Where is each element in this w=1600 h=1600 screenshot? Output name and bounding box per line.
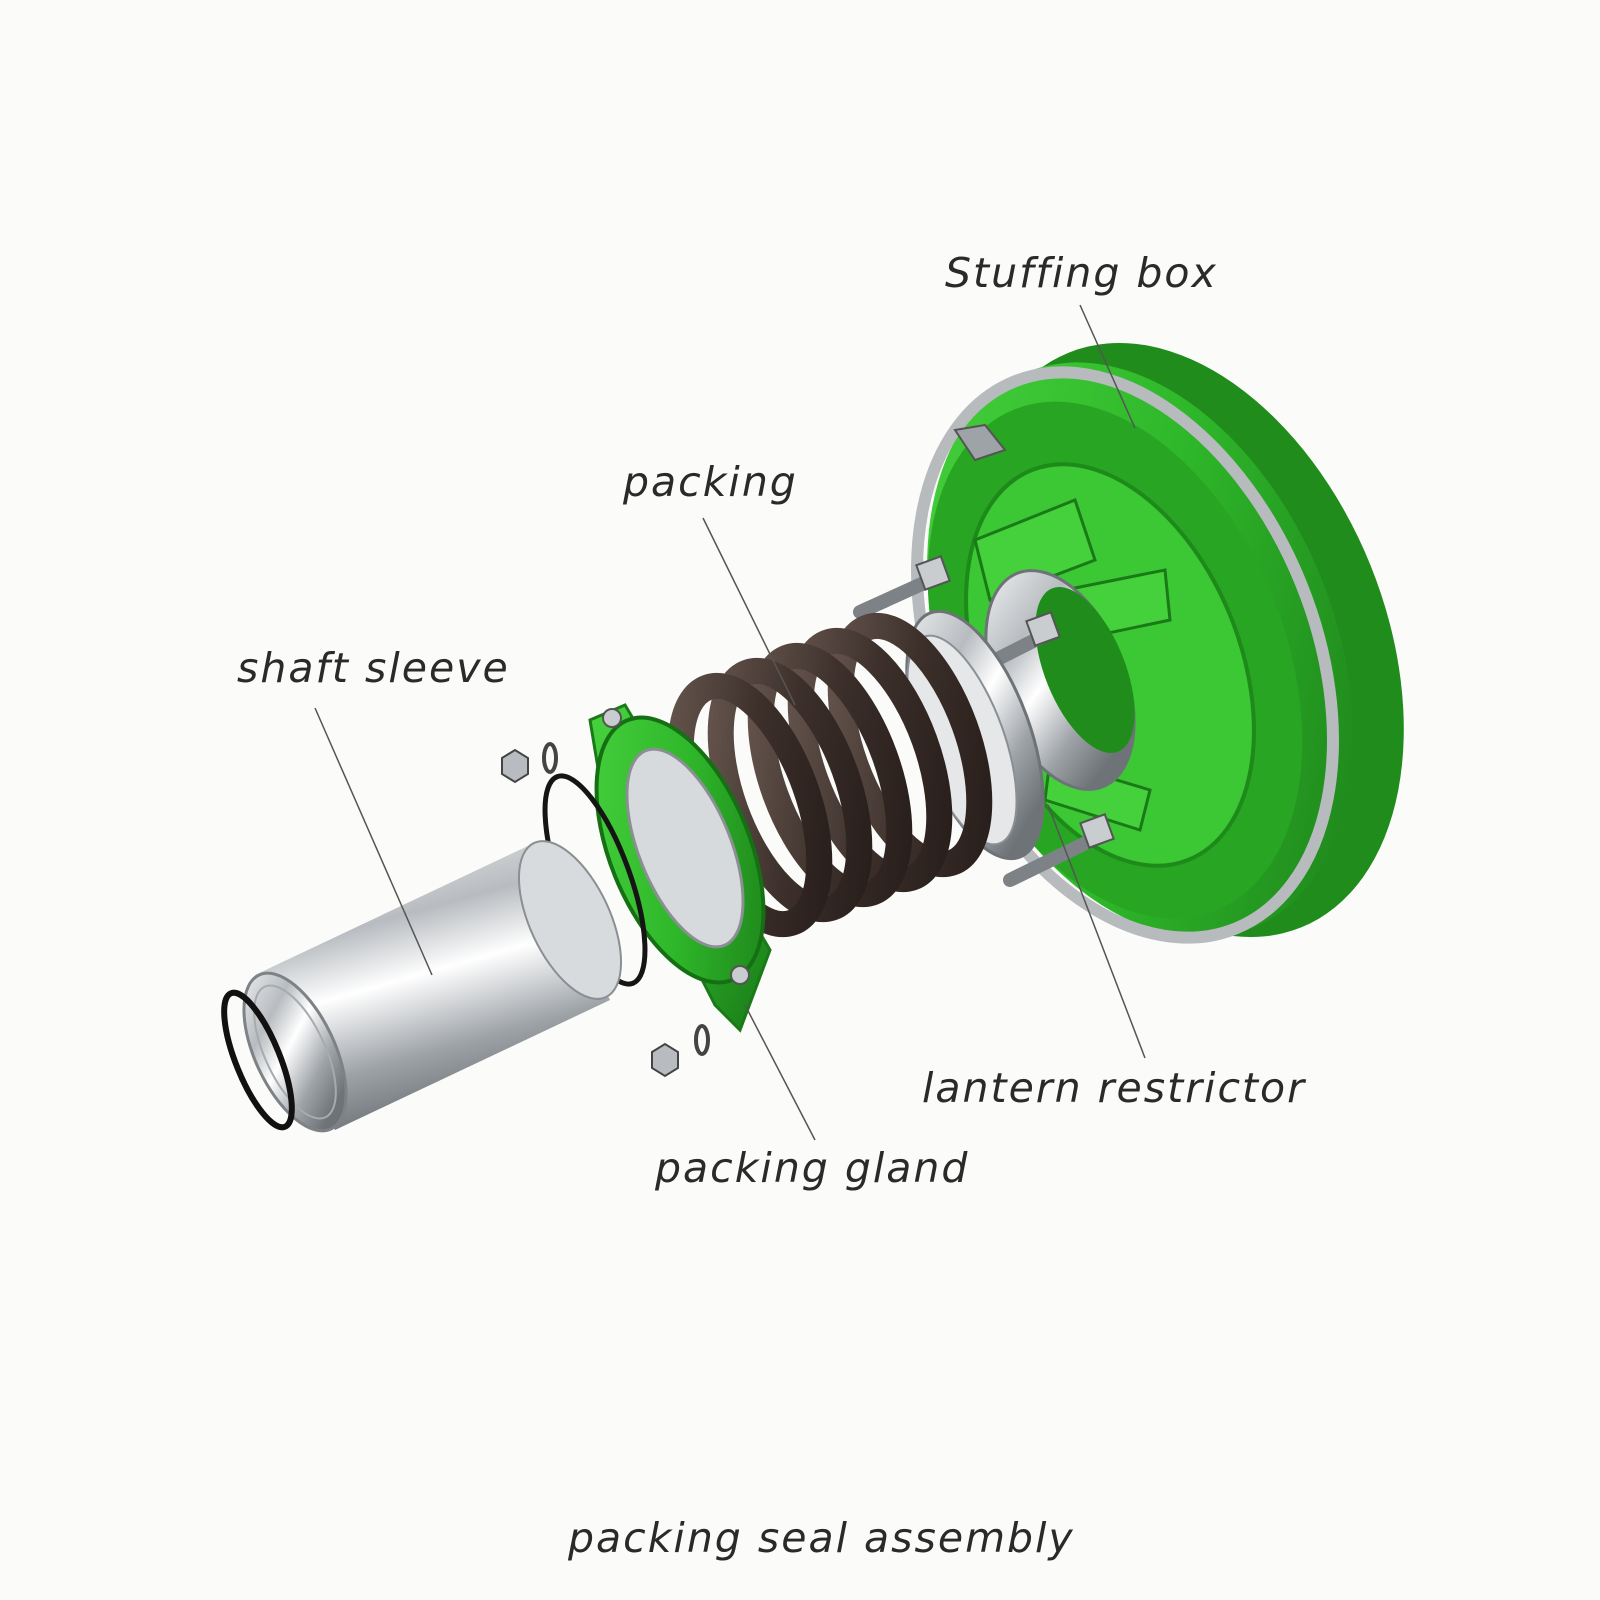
sleeve-o-ring bbox=[221, 989, 295, 1131]
caption: packing seal assembly bbox=[568, 1514, 1075, 1562]
label-stuffing-box: Stuffing box bbox=[945, 249, 1218, 297]
label-packing-gland: packing gland bbox=[655, 1144, 970, 1192]
packing-gland bbox=[588, 703, 772, 1033]
label-shaft-sleeve: shaft sleeve bbox=[237, 644, 510, 692]
label-lantern-restrictor: lantern restrictor bbox=[922, 1064, 1306, 1112]
leader-lantern-restrictor bbox=[1047, 804, 1146, 1059]
leader-packing bbox=[702, 517, 796, 706]
packing-rings bbox=[667, 612, 993, 938]
label-packing: packing bbox=[623, 458, 798, 506]
stuffing-box bbox=[911, 342, 1404, 944]
shaft-sleeve bbox=[242, 840, 623, 1133]
nuts-and-washers bbox=[501, 742, 710, 1078]
leader-shaft-sleeve bbox=[314, 707, 433, 976]
leader-packing-gland bbox=[744, 1004, 816, 1141]
leader-lines bbox=[314, 304, 1146, 1141]
leader-stuffing-box bbox=[1079, 304, 1136, 429]
